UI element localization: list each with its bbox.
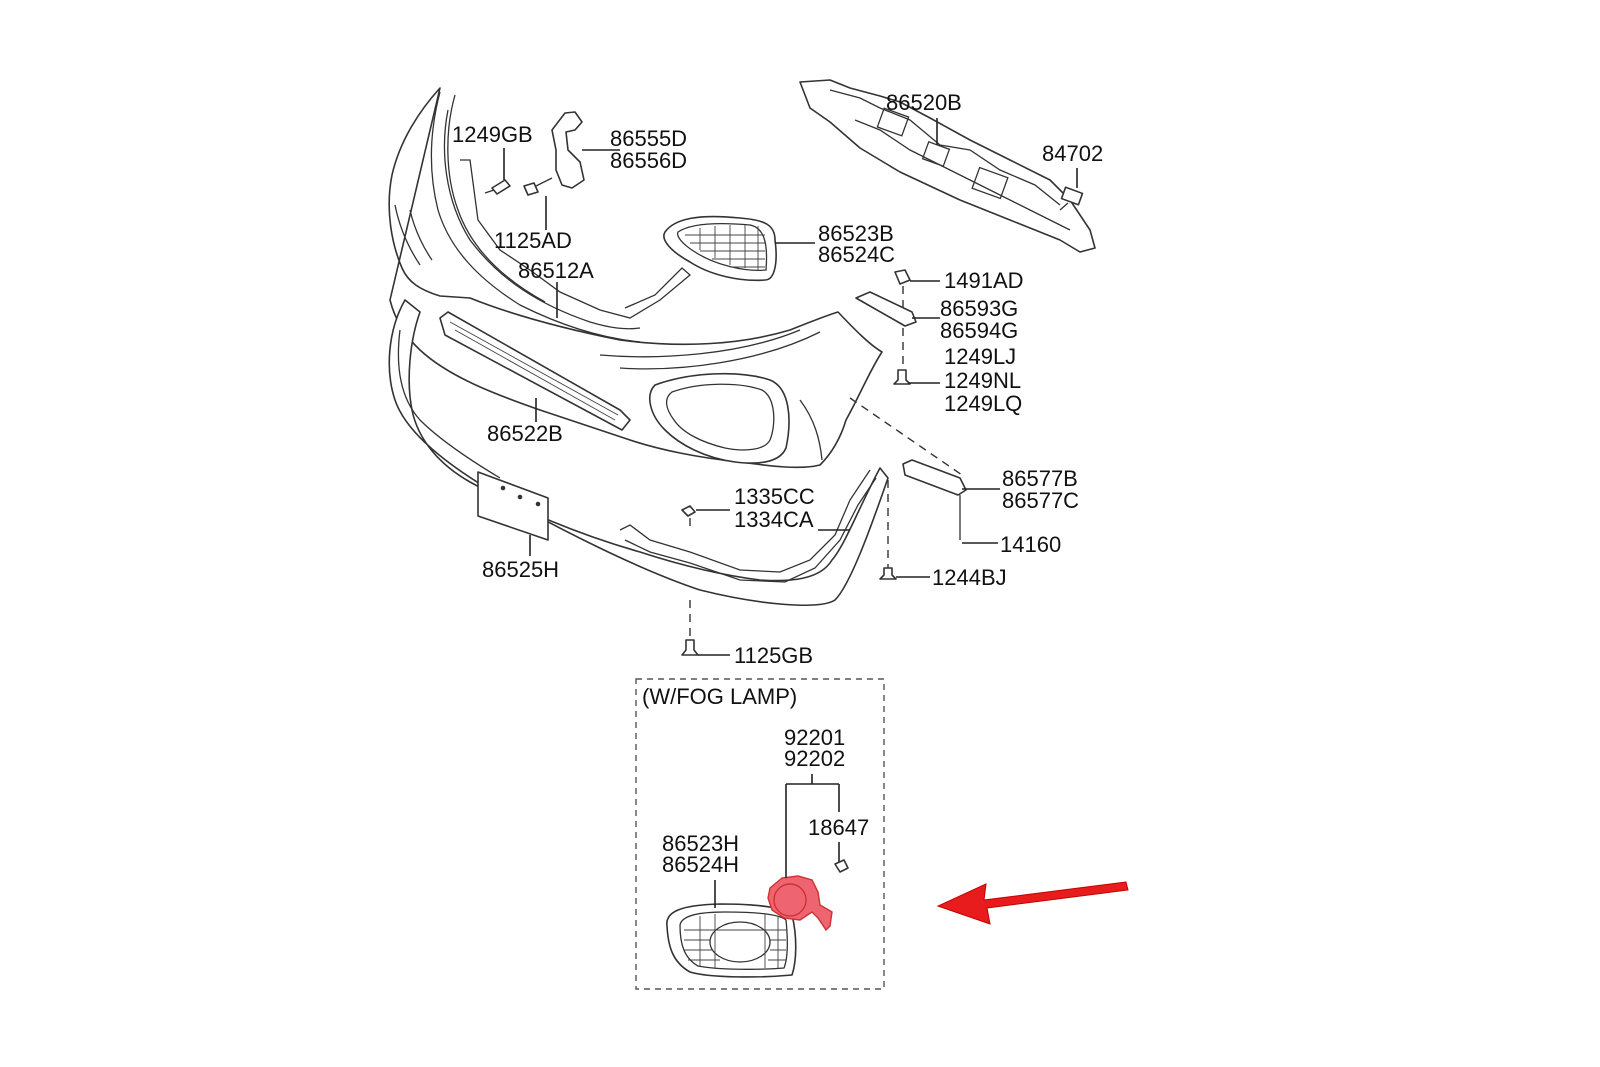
part-86522B [439,311,631,431]
part-86523H [666,880,797,978]
part-84702 [1059,168,1084,211]
label-86524H: 86524H [662,852,739,877]
label-86577B: 86577B [1002,466,1078,491]
label-86523H: 86523H [662,831,739,856]
label-84702: 84702 [1042,141,1103,166]
bumper-cover-lower [388,299,889,606]
label-1334CA: 1334CA [734,507,814,532]
label-86594G: 86594G [940,318,1018,343]
part-86520B [799,79,1096,253]
label-86556D: 86556D [610,148,687,173]
label-86525H: 86525H [482,557,559,582]
fastener-stack-right [855,269,940,385]
part-86523B [663,215,815,282]
label-86522B: 86522B [487,421,563,446]
label-1249NL: 1249NL [944,368,1021,393]
fastener-1249GB [484,148,511,195]
label-86520B: 86520B [886,90,962,115]
label-1125AD: 1125AD [494,228,572,253]
label-86555D: 86555D [610,126,687,151]
highlight-arrow [936,881,1129,925]
fog-lamp-section-box [635,678,885,990]
label-86524C: 86524C [818,242,895,267]
bumper-cover-upper [388,87,883,469]
label-1244BJ: 1244BJ [932,565,1007,590]
label-1249LQ: 1249LQ [944,391,1022,416]
part-86555D [551,111,620,189]
label-92201: 92201 [784,725,845,750]
label-1249LJ: 1249LJ [944,344,1016,369]
part-86577B [849,397,1000,580]
label-92202: 92202 [784,746,845,771]
label-14160: 14160 [1000,532,1061,557]
section-label-fog-lamp: (W/FOG LAMP) [642,684,797,709]
labels: 1249GB 86555D 86556D 1125AD 86512A 86520… [452,90,1103,877]
label-18647: 18647 [808,815,869,840]
fog-lamp-92201 [767,774,849,932]
label-86593G: 86593G [940,296,1018,321]
label-1335CC: 1335CC [734,484,815,509]
label-1125GB: 1125GB [734,643,813,668]
clip-1335CC [681,505,850,531]
label-86577C: 86577C [1002,488,1079,513]
label-1491AD: 1491AD [944,268,1024,293]
label-86523B: 86523B [818,221,894,246]
bolt-1125GB [681,600,730,656]
label-1249GB: 1249GB [452,122,533,147]
label-86512A: 86512A [518,258,594,283]
fastener-1125AD [523,177,553,230]
